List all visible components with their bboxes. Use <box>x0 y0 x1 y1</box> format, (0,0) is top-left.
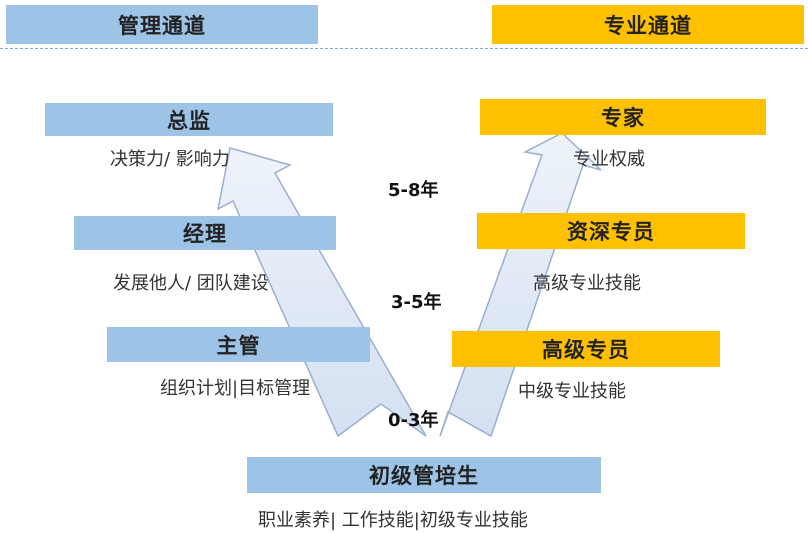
senior-specialist-desc: 高级专业技能 <box>533 273 641 294</box>
director-box: 总监 <box>45 103 333 136</box>
management-track-header: 管理通道 <box>6 5 318 44</box>
senior-specialist-box: 资深专员 <box>477 213 745 249</box>
professional-track-label: 专业通道 <box>604 13 692 38</box>
director-desc: 决策力/ 影响力 <box>110 149 230 170</box>
advanced-specialist-box: 高级专员 <box>452 331 720 367</box>
expert-desc: 专业权威 <box>573 149 645 170</box>
advanced-specialist-title: 高级专员 <box>542 338 630 362</box>
year-label-0-3: 0-3年 <box>388 410 439 431</box>
year-label-3-5: 3-5年 <box>391 292 442 313</box>
senior-specialist-title: 资深专员 <box>567 220 655 244</box>
advanced-specialist-desc: 中级专业技能 <box>518 381 626 402</box>
supervisor-desc: 组织计划|目标管理 <box>160 378 311 399</box>
trainee-desc: 职业素养| 工作技能|初级专业技能 <box>258 510 528 531</box>
management-track-label: 管理通道 <box>118 13 206 38</box>
professional-track-header: 专业通道 <box>492 5 804 44</box>
trainee-box: 初级管培生 <box>247 457 601 493</box>
director-title: 总监 <box>167 108 211 133</box>
expert-title: 专家 <box>601 106 645 130</box>
manager-box: 经理 <box>74 216 336 250</box>
supervisor-title: 主管 <box>216 333 261 358</box>
expert-box: 专家 <box>480 99 766 135</box>
trainee-title: 初级管培生 <box>369 464 479 488</box>
supervisor-box: 主管 <box>107 327 370 362</box>
header-divider <box>0 48 808 49</box>
manager-desc: 发展他人/ 团队建设 <box>113 273 269 294</box>
manager-title: 经理 <box>183 222 227 246</box>
year-label-5-8: 5-8年 <box>388 180 439 201</box>
